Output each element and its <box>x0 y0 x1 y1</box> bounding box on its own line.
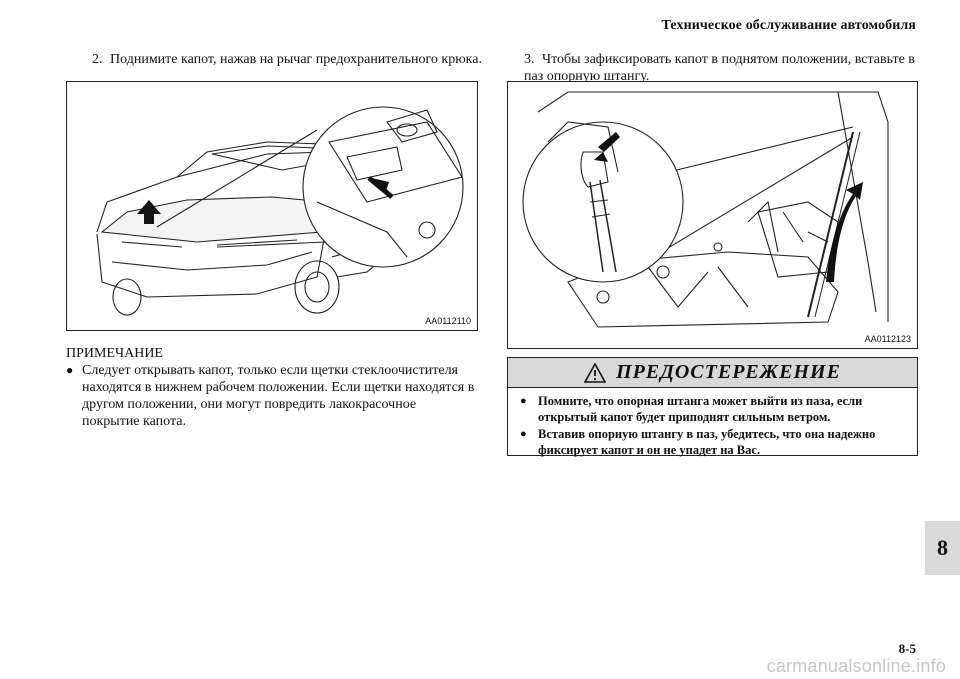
note-text: Следует открывать капот, только если щет… <box>82 363 475 429</box>
step-number: 3. <box>524 52 535 67</box>
note-title: ПРИМЕЧАНИЕ <box>66 346 163 361</box>
hood-support-rod-illustration <box>522 91 889 328</box>
chapter-tab: 8 <box>925 521 960 575</box>
warning-text: Помните, что опорная штанга может выйти … <box>538 394 863 424</box>
hood-release-illustration <box>96 106 464 316</box>
hood-support-figure: AA0112123 <box>507 81 918 349</box>
step-text: Чтобы зафиксировать капот в поднятом пол… <box>524 52 915 84</box>
bullet-icon: ● <box>520 395 527 407</box>
step-3: 3.Чтобы зафиксировать капот в поднятом п… <box>524 51 924 85</box>
bullet-icon: ● <box>520 428 527 440</box>
page-number: 8-5 <box>898 641 916 656</box>
warning-box: ПРЕДОСТЕРЕЖЕНИЕ ● Помните, что опорная ш… <box>507 357 918 458</box>
warning-item: ● Вставив опорную штангу в паз, убедитес… <box>520 426 907 458</box>
note-item: ● Следует открывать капот, только если щ… <box>66 362 476 430</box>
figure-code: AA0112110 <box>425 316 471 326</box>
bullet-icon: ● <box>66 363 74 377</box>
warning-text: Вставив опорную штангу в паз, убедитесь,… <box>538 427 876 457</box>
warning-body: ● Помните, что опорная штанга может выйт… <box>508 388 917 458</box>
step-2: 2. Поднимите капот, нажав на рычаг предох… <box>92 51 492 68</box>
warning-triangle-icon <box>584 362 607 383</box>
warning-title: ПРЕДОСТЕРЕЖЕНИЕ <box>616 361 841 383</box>
hood-release-figure: AA0112110 <box>66 81 478 331</box>
page-header: Техническое обслуживание автомобиля <box>661 18 916 33</box>
warning-item: ● Помните, что опорная штанга может выйт… <box>520 393 907 425</box>
note-section: ПРИМЕЧАНИЕ ● Следует открывать капот, то… <box>66 345 476 430</box>
step-text: Поднимите капот, нажав на рычаг предохра… <box>110 52 482 67</box>
figure-code: AA0112123 <box>864 334 911 344</box>
step-number: 2. <box>92 52 103 67</box>
watermark: carmanualsonline.info <box>766 656 946 676</box>
warning-header: ПРЕДОСТЕРЕЖЕНИЕ <box>508 358 917 388</box>
